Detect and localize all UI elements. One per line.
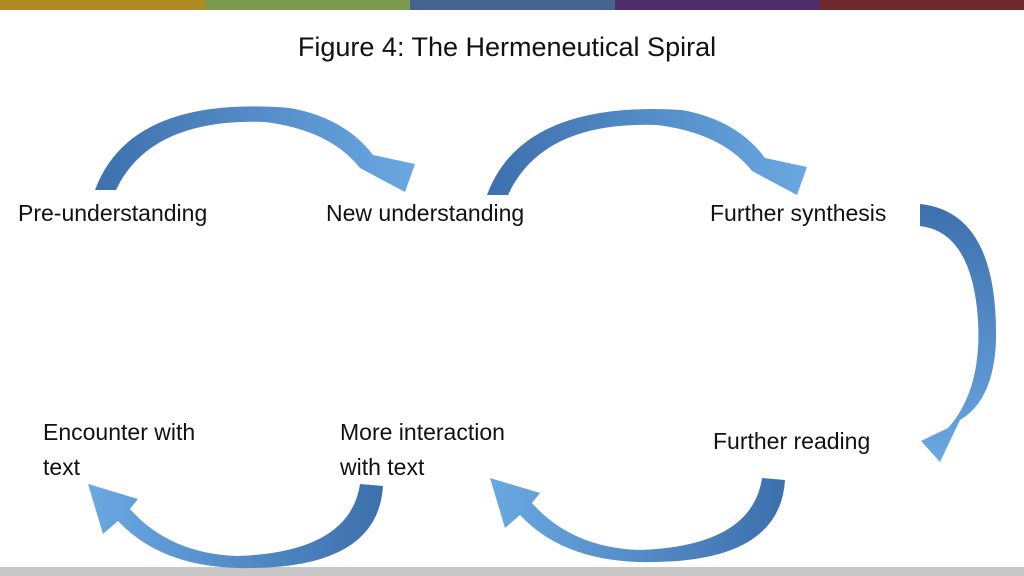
header-bar-segment: [205, 0, 410, 10]
label-line: Encounter with: [43, 419, 196, 445]
label-further-synthesis: Further synthesis: [710, 200, 887, 226]
label-further-reading: Further reading: [713, 428, 871, 454]
header-bar-segment: [615, 0, 820, 10]
label-pre-understanding: Pre-understanding: [18, 200, 208, 226]
figure-title: Figure 4: The Hermeneutical Spiral: [297, 32, 717, 62]
label-line: text: [43, 454, 81, 480]
header-bar-segment: [820, 0, 1024, 10]
curved-arrow-icon: [95, 106, 415, 192]
curved-arrow-icon: [88, 484, 383, 569]
curved-arrow-icon: [487, 109, 807, 195]
label-encounter-with-text: Encounter with text: [43, 415, 195, 485]
label-line: More interaction: [340, 419, 505, 445]
header-bar-segment: [0, 0, 205, 10]
curved-arrow-icon: [920, 204, 997, 462]
footer-bar: [0, 567, 1024, 576]
label-line: with text: [340, 454, 425, 480]
label-more-interaction: More interaction with text: [340, 415, 505, 485]
curved-arrow-icon: [490, 478, 785, 563]
header-bar-segment: [410, 0, 615, 10]
label-new-understanding: New understanding: [326, 200, 525, 226]
